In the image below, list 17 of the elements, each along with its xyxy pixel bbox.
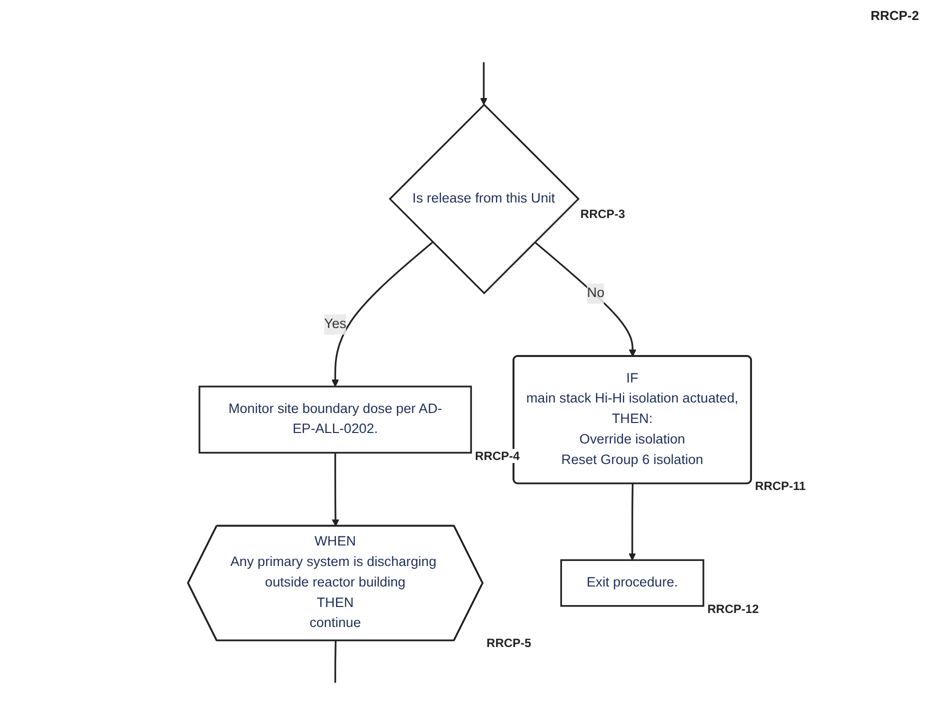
step-number: RRCP-2 <box>870 8 919 23</box>
arrow <box>332 452 340 526</box>
step-number: RRCP-3 <box>580 206 626 221</box>
step-number: RRCP-11 <box>755 479 806 494</box>
edge-label: Yes <box>324 316 346 332</box>
node-box: Exit procedure. <box>560 559 704 607</box>
edge-label: No <box>587 286 604 300</box>
node-box: Monitor site boundary dose per AD-EP-ALL-0202. <box>198 386 472 454</box>
arrow <box>534 241 636 357</box>
arrow <box>480 62 488 106</box>
step-number: RRCP-4 <box>475 448 520 463</box>
arrow <box>628 484 636 560</box>
node-diamond: Is release from this Unit <box>388 103 580 294</box>
step-number: RRCP-12 <box>707 602 759 616</box>
connector <box>334 640 337 683</box>
step-number: RRCP-5 <box>486 636 532 650</box>
arrow <box>332 241 434 387</box>
